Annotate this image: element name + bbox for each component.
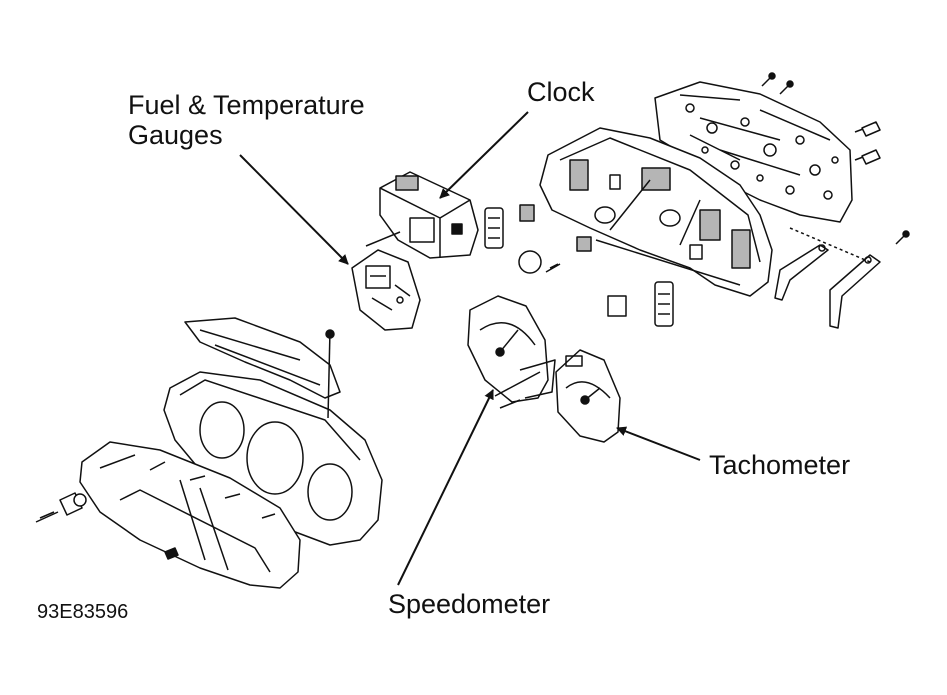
mounting-brackets [774,227,881,329]
fuel-label-line2: Gauges [128,120,223,150]
cluster-housing [539,127,773,297]
speedometer-dial [467,295,556,409]
reflector-plate [184,317,341,419]
clock-label: Clock [527,77,595,107]
figure-code: 93E83596 [37,601,129,623]
indicator-lenses [484,204,674,327]
board-screws [761,72,910,245]
fuel-label-line1: Fuel & Temperature [128,90,365,120]
tachometer-dial [555,349,621,443]
speedometer-label: Speedometer [388,589,551,619]
fuel-temp-gauge [351,249,421,331]
tachometer-label: Tachometer [709,450,851,480]
trip-reset-knob [35,492,179,560]
cluster-lens [79,441,301,589]
clock-module [365,171,479,259]
fuel-temperature-gauges-label: Fuel & Temperature Gauges [128,90,365,150]
leader-arrows [239,111,701,586]
